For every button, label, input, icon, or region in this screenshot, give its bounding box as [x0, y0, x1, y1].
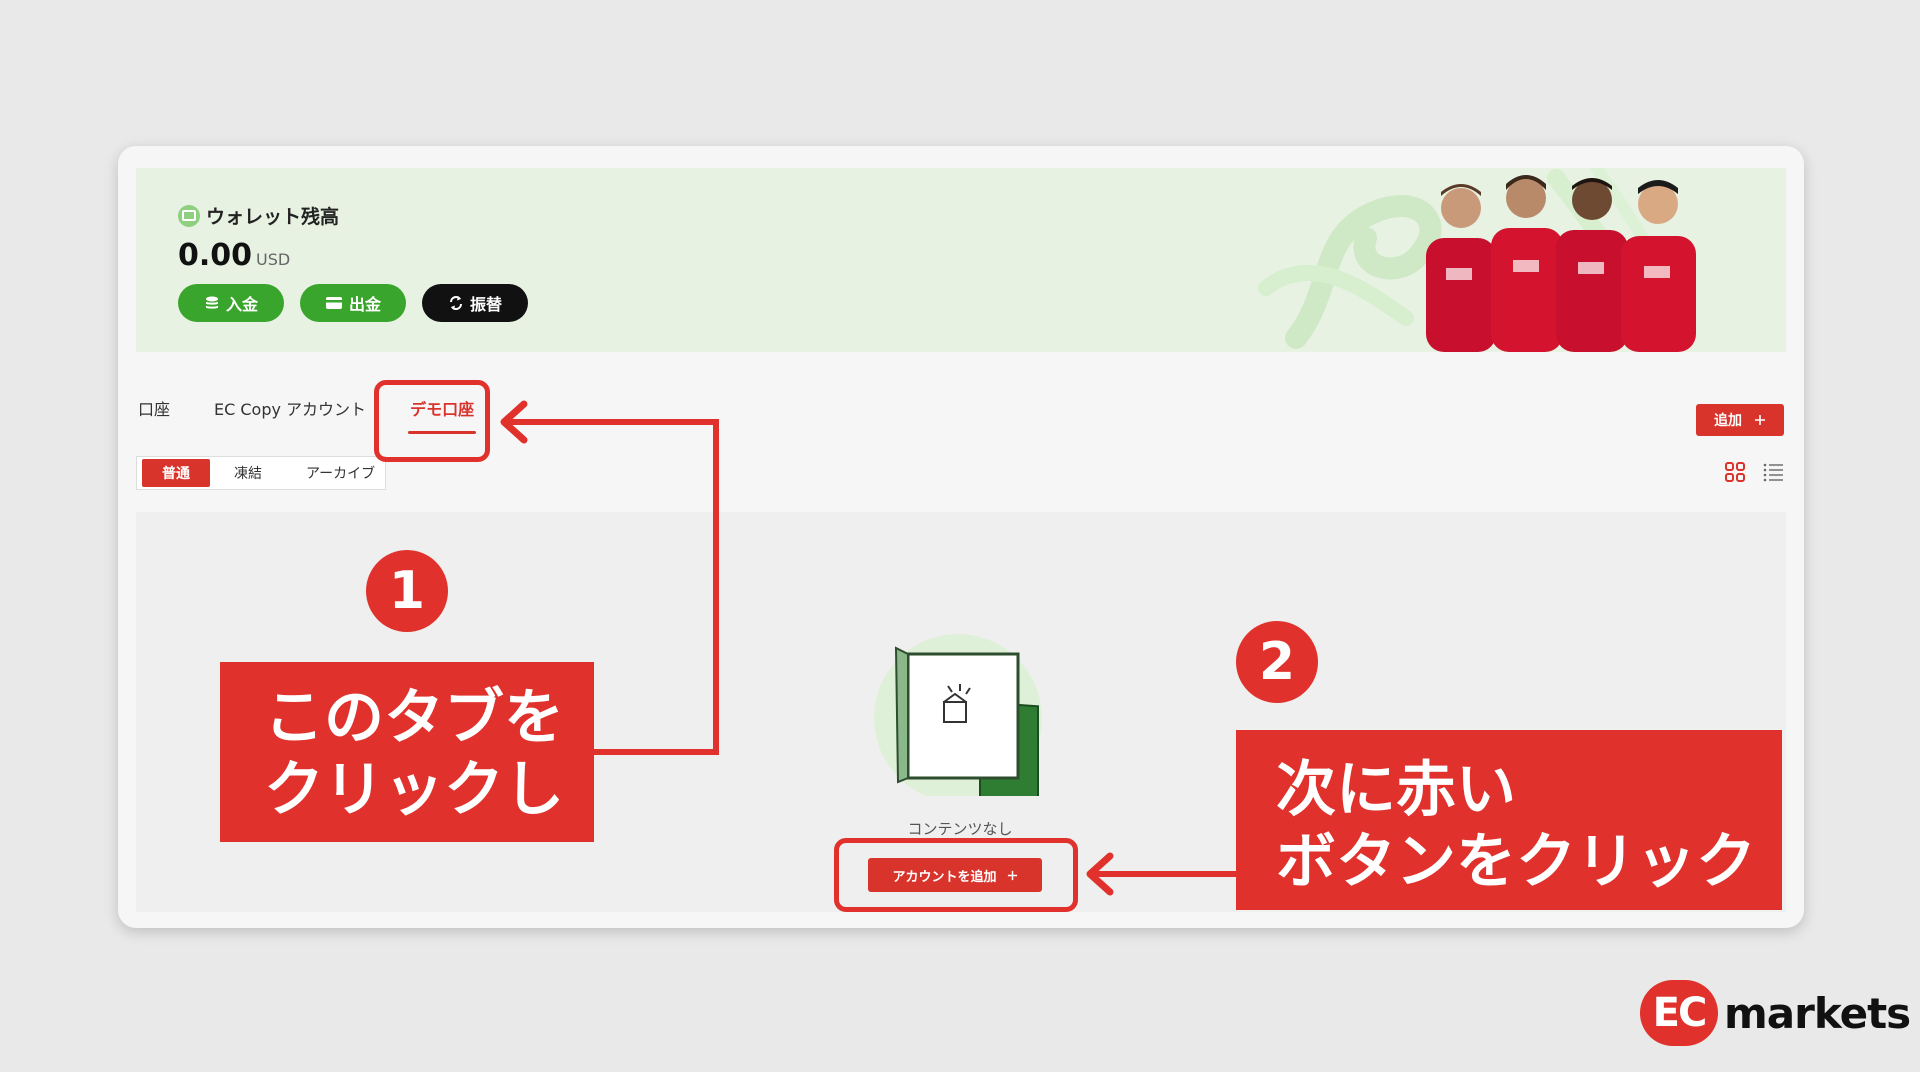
tab-demo[interactable]: デモ口座 [408, 394, 477, 434]
step-1-badge: 1 [366, 550, 448, 632]
list-view-icon[interactable] [1762, 461, 1784, 483]
empty-box-icon [874, 634, 1042, 796]
status-subtabs: 普通 凍結 アーカイブ [136, 456, 386, 490]
wallet-title: ウォレット残高 [178, 202, 339, 229]
step-1-line-1: このタブを [264, 683, 564, 753]
step-1-callout: このタブを クリックし [220, 662, 594, 842]
players-photo [1426, 175, 1696, 352]
add-account-label: アカウントを追加 [892, 869, 997, 885]
transfer-label: 振替 [469, 295, 502, 314]
step-2-callout: 次に赤い ボタンをクリック [1236, 730, 1782, 910]
transfer-button[interactable]: 振替 [422, 284, 528, 322]
balance-amount: 0.00 [178, 238, 253, 273]
withdraw-label: 出金 [348, 295, 381, 314]
plus-icon [1755, 415, 1765, 425]
add-button[interactable]: 追加 [1696, 404, 1784, 436]
deposit-label: 入金 [225, 295, 258, 314]
balance-currency: USD [256, 250, 291, 269]
add-button-label: 追加 [1714, 413, 1742, 429]
tab-ec-copy[interactable]: EC Copy アカウント [214, 400, 367, 419]
step-2-line-2: ボタンをクリック [1276, 827, 1756, 897]
tab-accounts[interactable]: 口座 [138, 400, 171, 419]
step-1-line-2: クリックし [264, 755, 564, 825]
highlight-demo-tab [374, 380, 490, 462]
wallet-actions: 入金 出金 振替 [178, 284, 528, 322]
wallet-icon [178, 204, 200, 227]
ec-markets-logo: EC markets [1640, 980, 1911, 1046]
withdraw-button[interactable]: 出金 [300, 284, 406, 322]
empty-state-label: コンテンツなし [907, 820, 1013, 838]
add-account-button[interactable]: アカウントを追加 [868, 858, 1042, 892]
step-2-badge: 2 [1236, 621, 1318, 703]
account-tabs: 口座 EC Copy アカウント デモ口座 [136, 394, 477, 434]
card-icon [325, 297, 342, 309]
refresh-icon [449, 296, 462, 310]
coins-icon [205, 296, 218, 309]
logo-mark: EC [1640, 980, 1718, 1046]
wallet-balance: 0.00 USD [178, 238, 290, 273]
step-2-line-1: 次に赤い [1276, 755, 1516, 825]
subtab-archive[interactable]: アーカイブ [306, 466, 376, 482]
wallet-title-text: ウォレット残高 [206, 206, 340, 228]
deposit-button[interactable]: 入金 [178, 284, 284, 322]
subtab-frozen[interactable]: 凍結 [234, 466, 262, 482]
plus-icon [1007, 870, 1017, 880]
highlight-add-account [834, 838, 1078, 912]
subtab-normal[interactable]: 普通 [142, 459, 210, 487]
grid-view-icon[interactable] [1724, 461, 1746, 483]
logo-word: markets [1724, 988, 1911, 1038]
wallet-banner: ウォレット残高 0.00 USD 入金 出金 [136, 168, 1786, 352]
